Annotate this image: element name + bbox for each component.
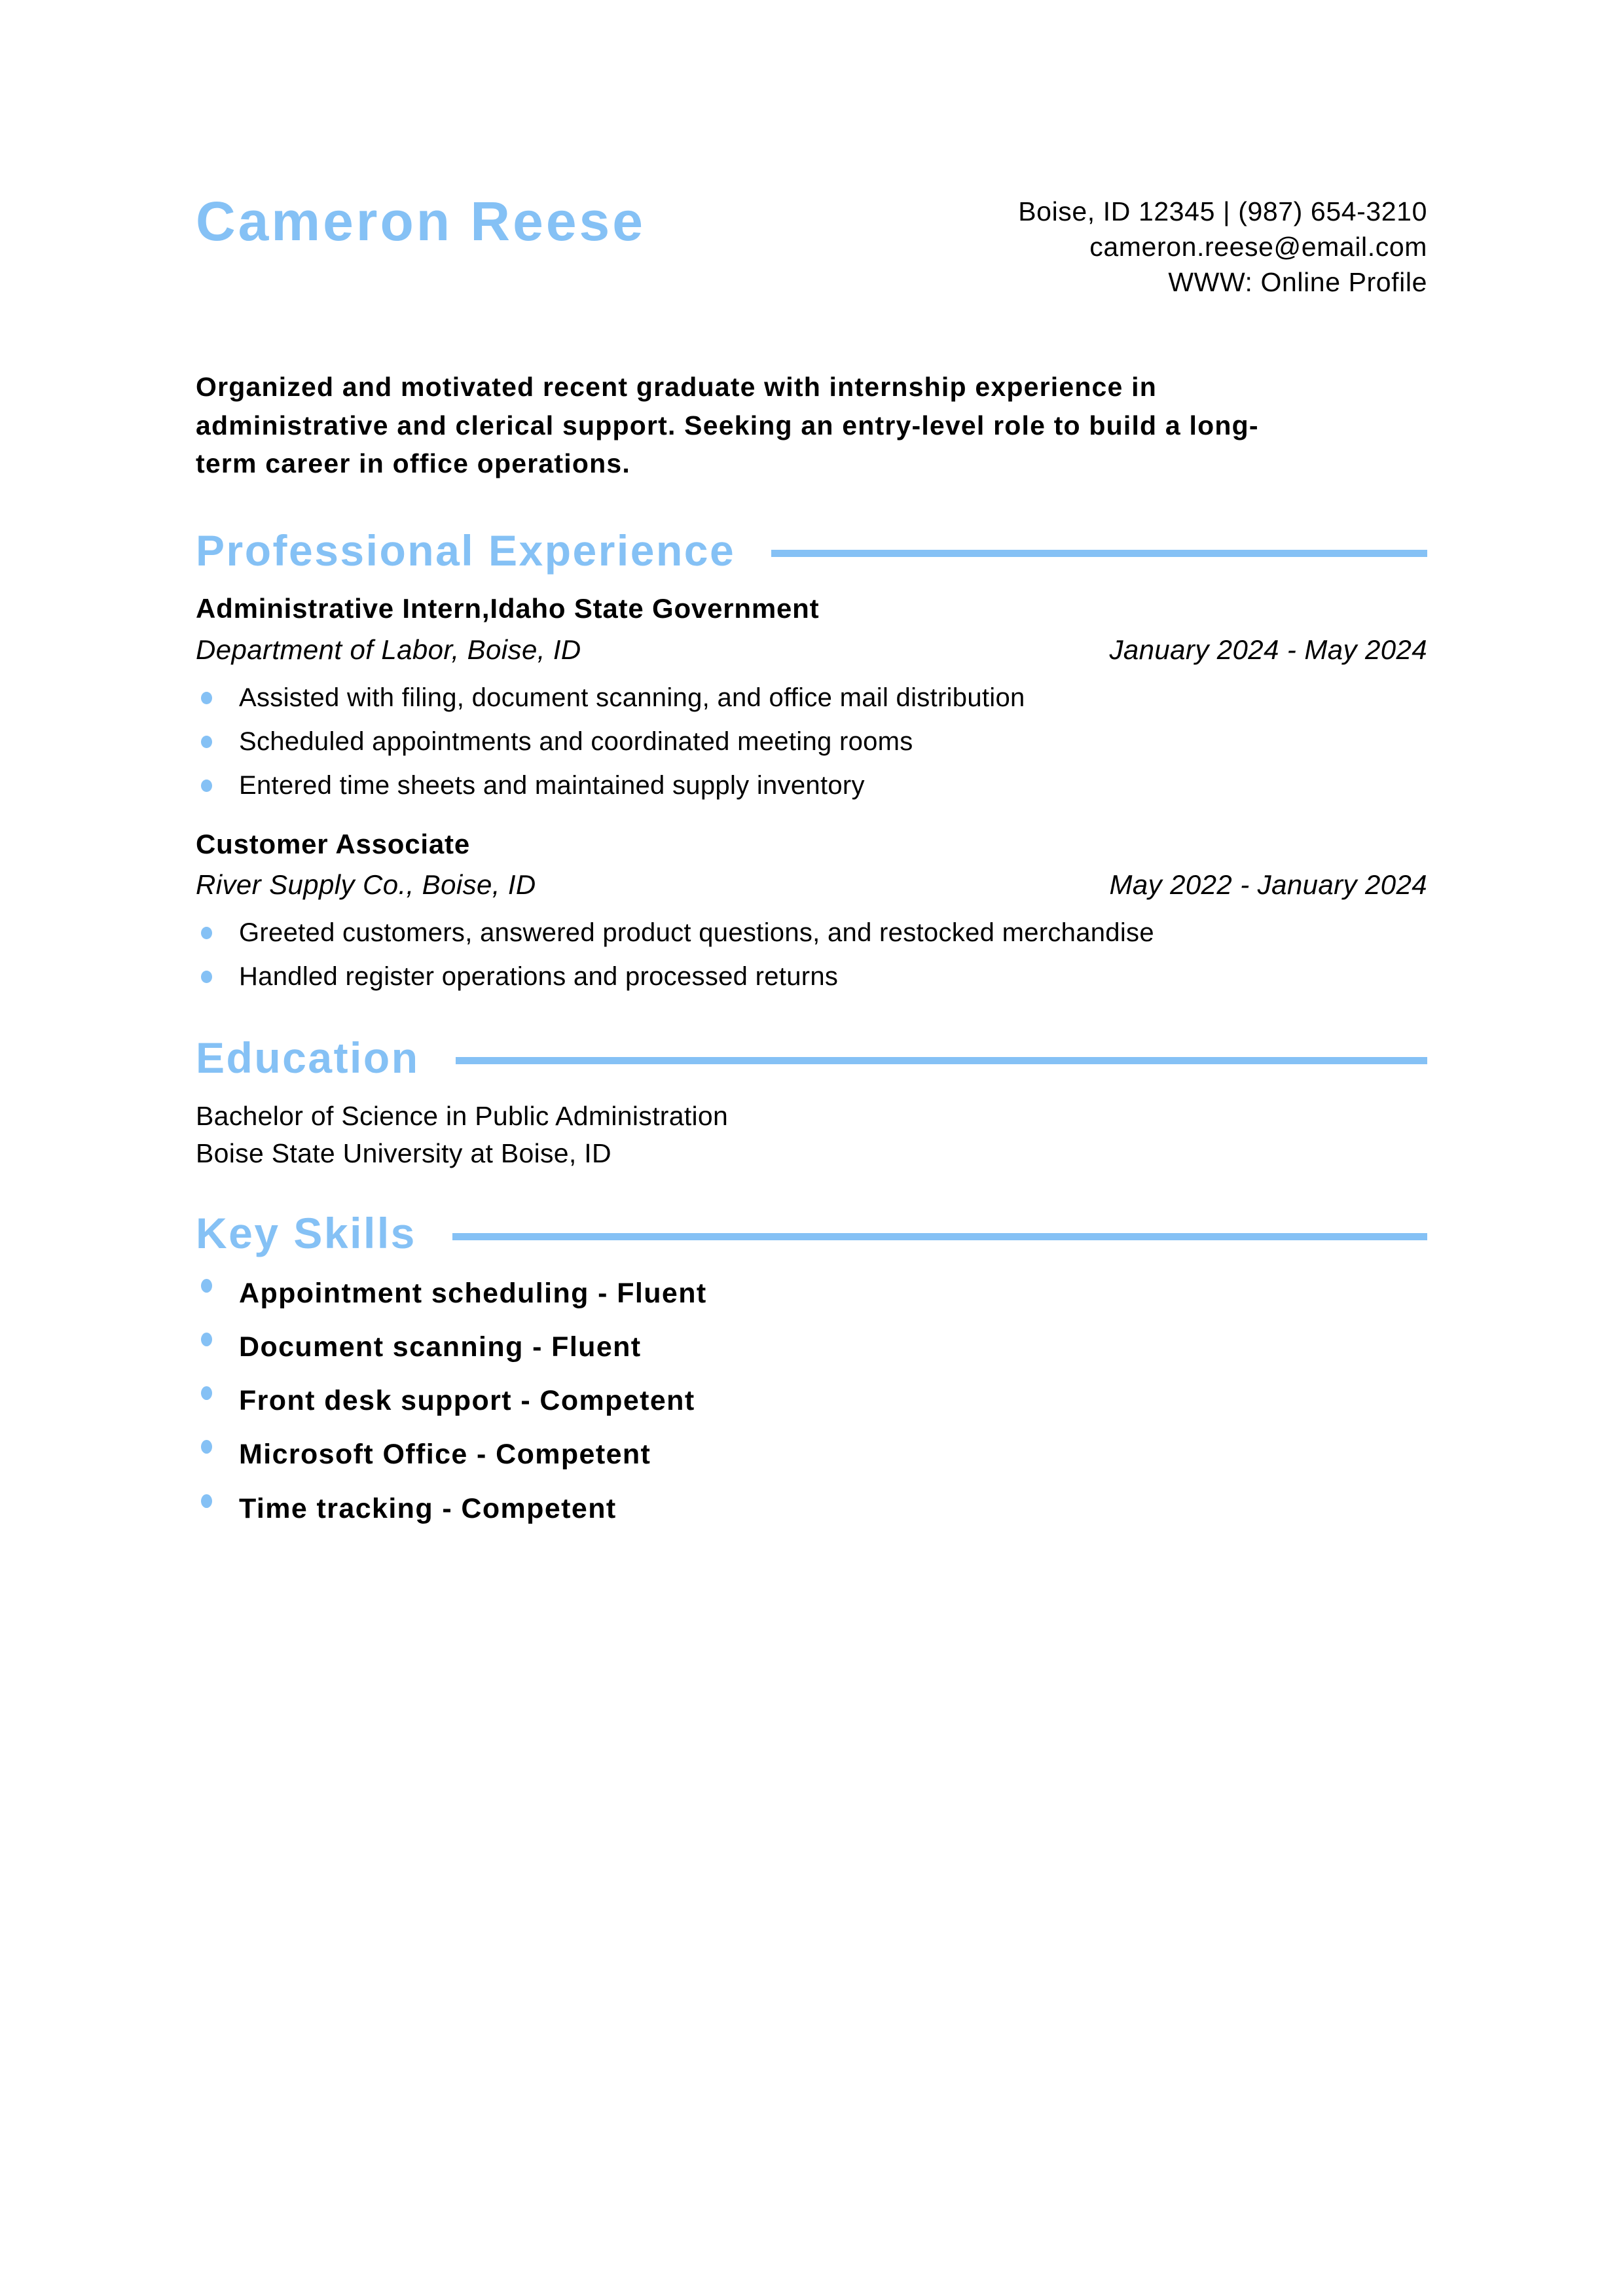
job-organization: River Supply Co., Boise, ID (196, 869, 536, 901)
skill-text: Appointment scheduling - Fluent (239, 1277, 707, 1309)
job-organization: Department of Labor, Boise, ID (196, 634, 581, 665)
bullet-text: Assisted with filing, document scanning,… (239, 683, 1025, 712)
bullet-dot-icon (201, 1494, 212, 1508)
contact-website: WWW: Online Profile (1168, 267, 1427, 298)
job-title: Administrative Intern,Idaho State Govern… (196, 593, 820, 624)
candidate-name: Cameron Reese (196, 190, 646, 252)
section-education: Education Bachelor of Science in Public … (196, 1035, 1427, 1172)
job-meta: Department of Labor, Boise, ID January 2… (196, 632, 1427, 669)
resume-header: Cameron Reese Boise, ID 12345 | (987) 65… (196, 190, 1427, 300)
bullet-dot-icon (201, 927, 212, 940)
bullet-dot-icon (201, 1278, 212, 1293)
list-item: Entered time sheets and maintained suppl… (196, 767, 1427, 804)
bullet-dot-icon (201, 691, 212, 704)
list-item: Microsoft Office - Competent (196, 1435, 1427, 1474)
skill-text: Document scanning - Fluent (239, 1331, 642, 1363)
contact-block: Boise, ID 12345 | (987) 654-3210 cameron… (1018, 190, 1427, 300)
contact-location-phone: Boise, ID 12345 | (987) 654-3210 (1018, 196, 1427, 226)
skill-text: Time tracking - Competent (239, 1492, 617, 1524)
list-item: Front desk support - Competent (196, 1381, 1427, 1420)
job-dates: January 2024 - May 2024 (1109, 634, 1427, 665)
list-item: Document scanning - Fluent (196, 1327, 1427, 1367)
list-item: Scheduled appointments and coordinated m… (196, 723, 1427, 760)
bullet-dot-icon (201, 1386, 212, 1401)
job-meta: River Supply Co., Boise, ID May 2022 - J… (196, 867, 1427, 904)
list-item: Time tracking - Competent (196, 1489, 1427, 1528)
professional-summary: Organized and motivated recent graduate … (196, 372, 1259, 478)
section-header-skills: Key Skills (196, 1211, 1427, 1256)
skill-text: Microsoft Office - Competent (239, 1439, 651, 1471)
job-title: Customer Associate (196, 828, 470, 859)
section-header-experience: Professional Experience (196, 528, 1427, 573)
contact-email: cameron.reese@email.com (1089, 232, 1427, 262)
section-key-skills: Key Skills Appointment scheduling - Flue… (196, 1211, 1427, 1528)
education-degree: Bachelor of Science in Public Administra… (196, 1101, 729, 1132)
list-item: Assisted with filing, document scanning,… (196, 679, 1427, 716)
section-rule-education (455, 1057, 1427, 1065)
skills-list: Appointment scheduling - Fluent Document… (196, 1274, 1427, 1528)
education-school: Boise State University at Boise, ID (196, 1138, 611, 1168)
section-header-education: Education (196, 1035, 1427, 1081)
bullet-dot-icon (201, 779, 212, 792)
job-entry: Customer Associate River Supply Co., Boi… (196, 826, 1427, 995)
bullet-dot-icon (201, 1440, 212, 1454)
skill-text: Front desk support - Competent (239, 1385, 695, 1417)
list-item: Appointment scheduling - Fluent (196, 1274, 1427, 1313)
section-rule-skills (452, 1232, 1427, 1240)
section-rule-experience (771, 550, 1427, 558)
bullet-text: Entered time sheets and maintained suppl… (239, 770, 865, 800)
job-dates: May 2022 - January 2024 (1109, 869, 1427, 901)
bullet-dot-icon (201, 1332, 212, 1346)
list-item: Handled register operations and processe… (196, 958, 1427, 995)
bullet-text: Greeted customers, answered product ques… (239, 918, 1154, 948)
job-entry: Administrative Intern,Idaho State Govern… (196, 590, 1427, 803)
job-bullet-list: Greeted customers, answered product ques… (196, 914, 1427, 995)
job-bullet-list: Assisted with filing, document scanning,… (196, 679, 1427, 804)
section-title-education: Education (196, 1033, 420, 1083)
section-title-skills: Key Skills (196, 1209, 416, 1258)
bullet-text: Handled register operations and processe… (239, 962, 839, 992)
bullet-dot-icon (201, 735, 212, 748)
section-professional-experience: Professional Experience Administrative I… (196, 528, 1427, 995)
list-item: Greeted customers, answered product ques… (196, 914, 1427, 951)
bullet-text: Scheduled appointments and coordinated m… (239, 726, 913, 756)
section-title-experience: Professional Experience (196, 526, 736, 575)
bullet-dot-icon (201, 971, 212, 984)
